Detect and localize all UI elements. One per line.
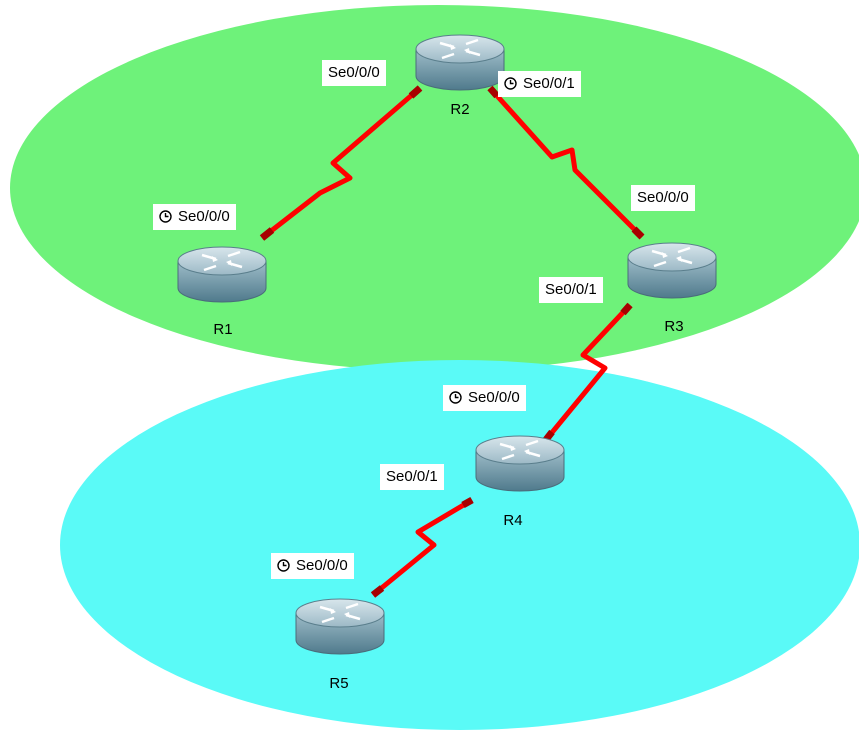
interface-label-r2-right: Se0/0/1 <box>498 71 581 97</box>
interface-text: Se0/0/0 <box>328 64 380 81</box>
serial-link-r1-r2[interactable] <box>260 86 422 240</box>
interface-label-r4-left: Se0/0/1 <box>380 464 444 490</box>
router-label-r2: R2 <box>450 101 470 118</box>
link-end-marker <box>620 302 633 316</box>
interface-label-r5: Se0/0/0 <box>271 553 354 579</box>
interface-text: Se0/0/1 <box>386 468 438 485</box>
serial-link-r4-r5[interactable] <box>371 497 474 597</box>
router-label-r1: R1 <box>213 321 233 338</box>
clock-icon <box>159 210 172 223</box>
link-end-marker <box>631 226 645 240</box>
router-label-r5: R5 <box>329 675 349 692</box>
interface-text: Se0/0/1 <box>545 281 597 298</box>
interface-text: Se0/0/0 <box>178 208 230 225</box>
interface-label-r1: Se0/0/0 <box>153 204 236 230</box>
interface-text: Se0/0/0 <box>468 389 520 406</box>
router-label-r4: R4 <box>503 512 523 529</box>
link-end-marker <box>370 585 385 598</box>
interface-text: Se0/0/1 <box>523 75 575 92</box>
interface-text: Se0/0/0 <box>296 557 348 574</box>
lower-area-ellipse <box>60 360 859 730</box>
link-end-marker <box>461 496 474 509</box>
router-r5-icon[interactable] <box>294 597 386 656</box>
router-r2-icon[interactable] <box>414 33 506 92</box>
link-end-marker <box>259 227 275 241</box>
clock-icon <box>277 559 290 572</box>
serial-link-r2-r3[interactable] <box>488 86 644 239</box>
router-label-r3: R3 <box>664 318 684 335</box>
interface-label-r4-top: Se0/0/0 <box>443 385 526 411</box>
router-r4-icon[interactable] <box>474 434 566 493</box>
interface-text: Se0/0/0 <box>637 189 689 206</box>
link-end-marker <box>408 85 423 99</box>
link-end-marker <box>487 85 500 99</box>
interface-label-r3-left: Se0/0/1 <box>539 277 603 303</box>
interface-label-r3-top: Se0/0/0 <box>631 185 695 211</box>
clock-icon <box>504 77 517 90</box>
router-r1-icon[interactable] <box>176 245 268 304</box>
router-r3-icon[interactable] <box>626 241 718 300</box>
interface-label-r2-left: Se0/0/0 <box>322 60 386 86</box>
clock-icon <box>449 391 462 404</box>
serial-link-r3-r4[interactable] <box>543 303 632 443</box>
